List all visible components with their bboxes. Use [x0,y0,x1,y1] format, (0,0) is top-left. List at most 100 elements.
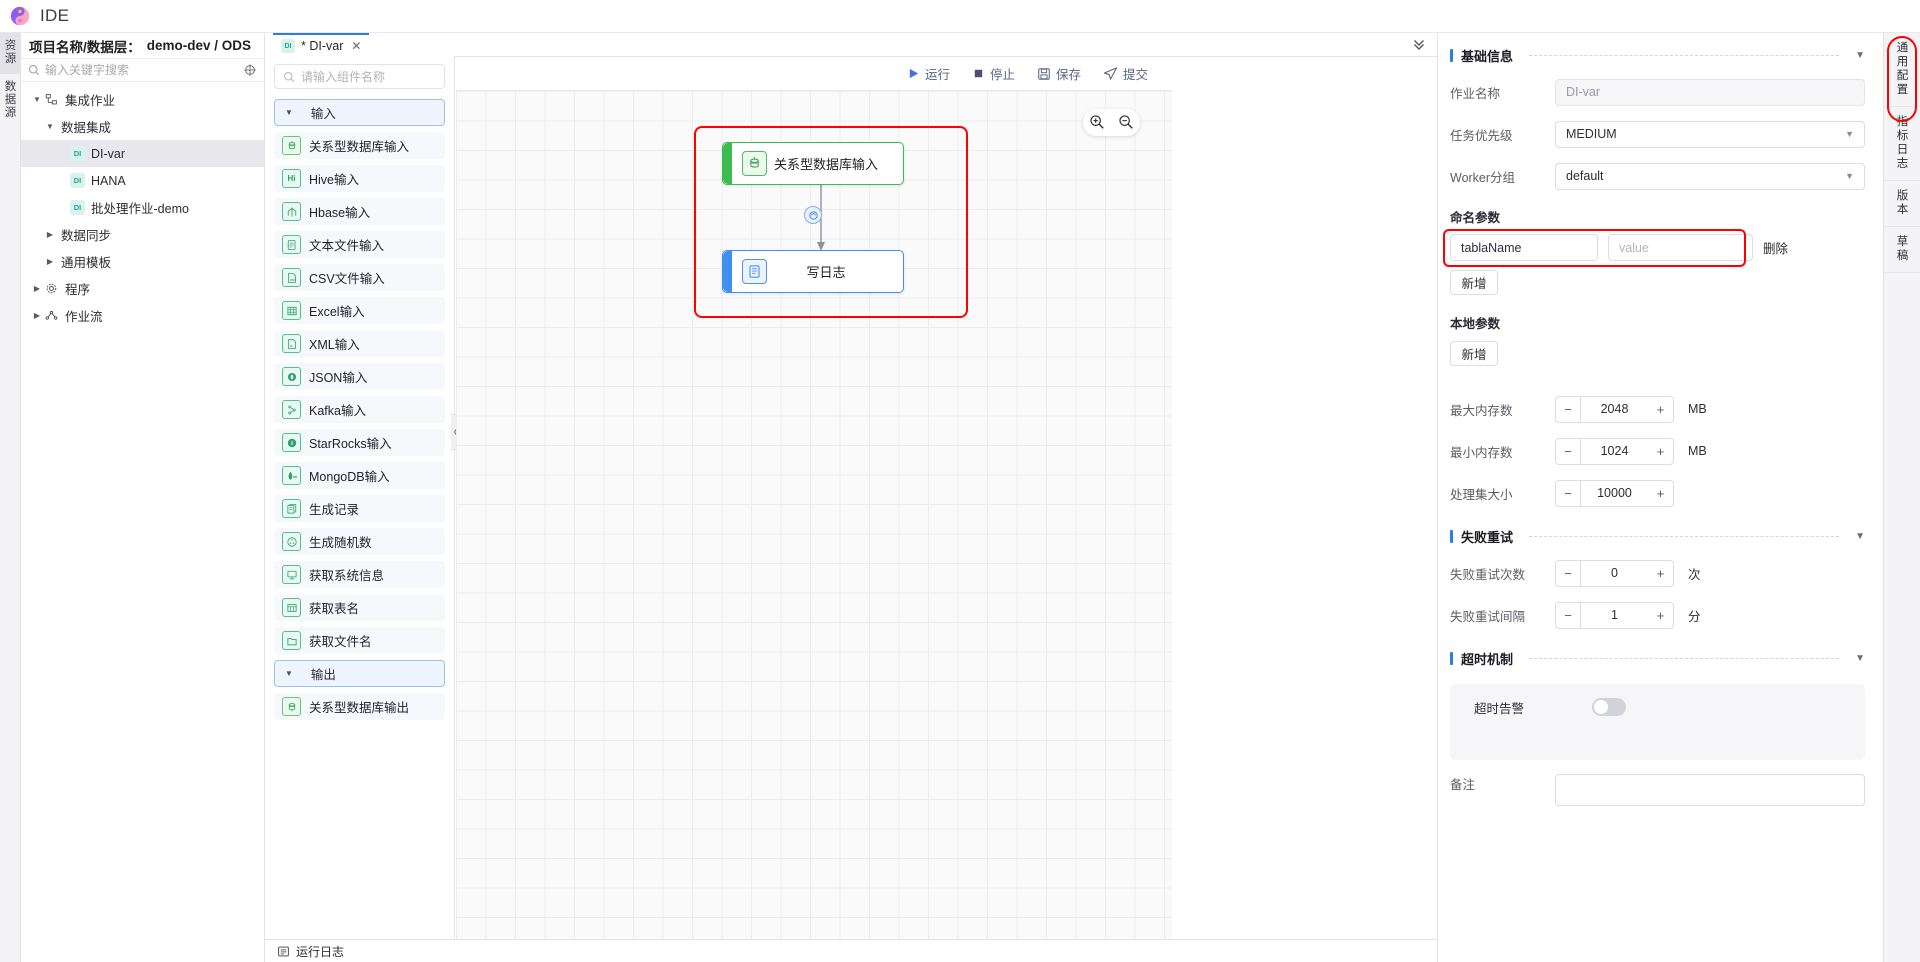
chevron-down-icon[interactable]: ▼ [1855,530,1865,542]
run-button[interactable]: 运行 [907,64,950,83]
explorer-search-input[interactable] [45,63,225,77]
save-button[interactable]: 保存 [1037,64,1081,83]
retry-count-value[interactable]: 0 [1581,559,1648,587]
stepper-plus-button[interactable]: + [1648,395,1674,423]
chevron-down-icon[interactable]: ▼ [1855,49,1865,61]
vtab-2[interactable]: 版本 [1884,181,1920,227]
flow-node-write-log[interactable]: 写日志 [722,250,904,293]
palette-item[interactable]: 文本文件输入 [274,231,445,258]
section-failure-retry[interactable]: 失败重试 ▼ [1438,520,1883,552]
palette-item[interactable]: StarRocks输入 [274,429,445,456]
caret-right-icon[interactable] [31,312,43,320]
field-batch-size: 处理集大小 − 10000 + [1438,472,1883,514]
vtab-0[interactable]: 通用配置 [1884,33,1920,107]
rail-item-resources[interactable]: 资源 [0,33,21,74]
palette-item[interactable]: 获取文件名 [274,627,445,654]
zoom-in-icon[interactable] [1089,114,1105,132]
palette-item[interactable]: 关系型数据库输出 [274,693,445,720]
stepper-plus-button[interactable]: + [1648,437,1674,465]
palette-item[interactable]: JSON输入 [274,363,445,390]
section-timeout[interactable]: 超时机制 ▼ [1438,642,1883,674]
status-label: 运行日志 [296,944,345,959]
crosshair-icon[interactable] [243,63,257,77]
worker-group-select[interactable]: default ▼ [1555,162,1865,190]
stepper-minus-button[interactable]: − [1555,437,1581,465]
bottom-status-bar[interactable]: 运行日志 [265,939,1437,962]
stop-button[interactable]: 停止 [972,64,1015,83]
palette-item[interactable]: 关系型数据库输入 [274,132,445,159]
retry-interval-value[interactable]: 1 [1581,601,1648,629]
stepper-plus-button[interactable]: + [1648,601,1674,629]
batch-size-value[interactable]: 10000 [1581,479,1648,507]
min-memory-value[interactable]: 1024 [1581,437,1648,465]
vtab-3[interactable]: 草稿 [1884,227,1920,273]
submit-label: 提交 [1122,68,1148,82]
vtab-1[interactable]: 指标日志 [1884,107,1920,181]
stepper-minus-button[interactable]: − [1555,601,1581,629]
link-node-icon[interactable] [804,206,822,224]
chevron-down-icon[interactable]: ▼ [1855,652,1865,664]
tree-item-0[interactable]: 集成作业 [21,86,264,113]
palette-item[interactable]: 生成随机数 [274,528,445,555]
flow-node-database-input[interactable]: 关系型数据库输入 [722,142,904,185]
palette-item[interactable]: Hbase输入 [274,198,445,225]
palette-search[interactable] [274,64,445,89]
palette-search-input[interactable] [301,69,431,84]
section-basic-info[interactable]: 基础信息 ▼ [1438,39,1883,71]
palette-item-label: 关系型数据库输入 [309,140,410,154]
close-icon[interactable]: ✕ [351,39,362,53]
stepper-minus-button[interactable]: − [1555,559,1581,587]
stepper-plus-button[interactable]: + [1648,479,1674,507]
tree-item-6[interactable]: 通用模板 [21,248,264,275]
stepper-minus-button[interactable]: − [1555,479,1581,507]
search-icon [29,65,40,76]
caret-down-icon[interactable] [44,123,56,131]
stepper-plus-button[interactable]: + [1648,559,1674,587]
tree-item-8[interactable]: 作业流 [21,302,264,329]
zoom-out-icon[interactable] [1118,114,1134,132]
tree-item-5[interactable]: 数据同步 [21,221,264,248]
palette-item[interactable]: 获取表名 [274,594,445,621]
database-output-icon [282,697,301,716]
local-params-add-button[interactable]: 新增 [1450,341,1498,366]
timeout-card: 超时告警 [1450,684,1865,760]
named-param-key-input[interactable]: tablaName [1450,234,1598,261]
named-param-value-input[interactable]: value [1608,234,1753,261]
flow-canvas[interactable]: 关系型数据库输入 写日志 [456,91,1172,939]
named-params-add-button[interactable]: 新增 [1450,270,1498,295]
palette-item-label: Kafka输入 [309,404,366,418]
caret-right-icon[interactable] [44,258,56,266]
priority-select[interactable]: MEDIUM ▼ [1555,120,1865,148]
palette-item[interactable]: Kafka输入 [274,396,445,423]
rail-item-datasource[interactable]: 数据源 [0,74,21,128]
di-badge-icon: DI [69,173,86,188]
palette-group-output[interactable]: ▼输出 [274,660,445,687]
vtab-char: 日 [1896,144,1909,156]
submit-button[interactable]: 提交 [1103,64,1148,83]
palette-item[interactable]: 生成记录 [274,495,445,522]
timeout-alert-toggle[interactable] [1592,698,1626,716]
palette-item[interactable]: Excel输入 [274,297,445,324]
chevron-double-down-icon[interactable] [1411,36,1427,55]
note-textarea[interactable] [1555,774,1865,806]
named-params-group: tablaName value 删除 [1438,226,1883,267]
caret-right-icon[interactable] [44,231,56,239]
stepper-minus-button[interactable]: − [1555,395,1581,423]
caret-right-icon[interactable] [31,285,43,293]
named-param-delete-button[interactable]: 删除 [1763,242,1789,256]
caret-down-icon[interactable] [31,96,43,104]
tree-item-1[interactable]: 数据集成 [21,113,264,140]
palette-item[interactable]: 获取系统信息 [274,561,445,588]
tree-item-7[interactable]: 程序 [21,275,264,302]
max-memory-value[interactable]: 2048 [1581,395,1648,423]
tab-di-var[interactable]: DI * DI-var ✕ [273,33,370,57]
explorer-search[interactable] [21,59,264,82]
palette-group-input[interactable]: ▼输入 [274,99,445,126]
